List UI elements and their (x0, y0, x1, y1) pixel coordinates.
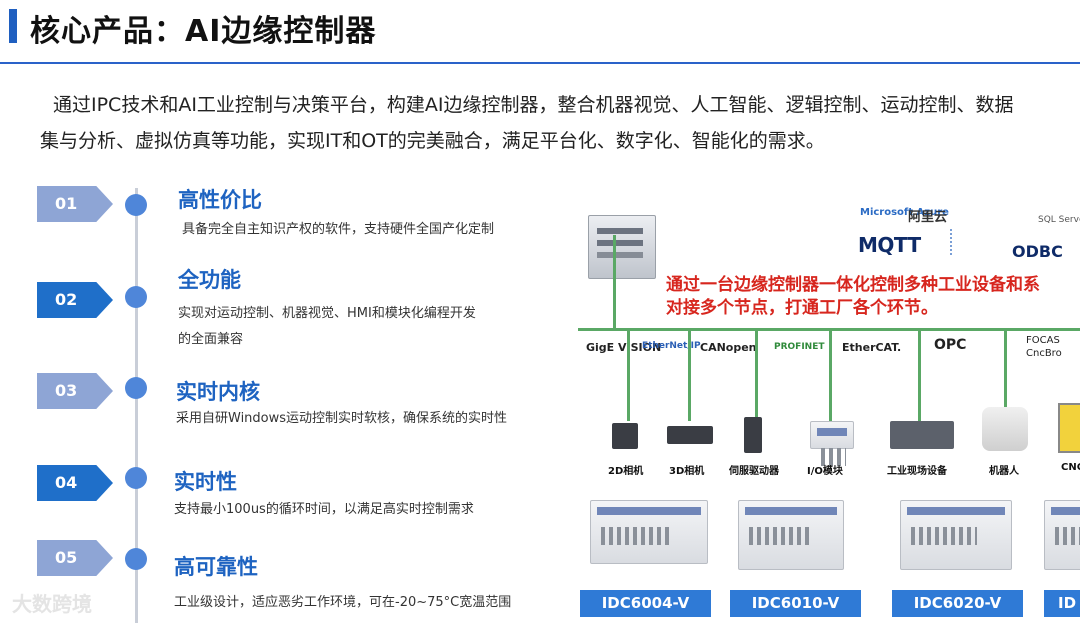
device-label: 机器人 (989, 466, 1019, 477)
bus-drop (755, 331, 758, 421)
timeline-dot (125, 194, 147, 216)
protocol-ethernet-ip: EtherNet/IP (642, 341, 701, 351)
model-label-idc6004-v[interactable]: IDC6004-V (580, 590, 711, 617)
bus-drop (1004, 331, 1007, 421)
title-divider (0, 62, 1080, 64)
intro-paragraph: 通过IPC技术和AI工业控制与决策平台，构建AI边缘控制器，整合机器视觉、人工智… (40, 87, 1080, 159)
feature-number-01: 01 (37, 186, 113, 222)
feature-description: 采用自研Windows运动控制实时软核，确保系统的实时性 (176, 411, 508, 426)
protocol-gige: GigE VISION (586, 341, 662, 354)
feature-number-05: 05 (37, 540, 113, 576)
feature-title: 高可靠性 (174, 555, 258, 579)
field-equipment-icon (890, 421, 954, 449)
device-label: 3D相机 (669, 466, 705, 477)
2d-camera-icon (612, 423, 638, 449)
protocol-focas: FOCAS CncBro (1026, 335, 1062, 359)
feature-title: 实时内核 (176, 380, 260, 404)
bus-drop (829, 331, 832, 421)
feature-number-02: 02 (37, 282, 113, 318)
idc6020-product-image (900, 500, 1012, 570)
robot-icon (982, 407, 1028, 451)
bus-drop (627, 331, 630, 421)
page-title: 核心产品：AI边缘控制器 (30, 14, 377, 49)
servo-drive-icon (744, 417, 762, 453)
feature-title: 高性价比 (178, 188, 262, 212)
edge-controller-image (588, 215, 656, 279)
feature-description: 工业级设计，适应恶劣工作环境，可在-20~75°C宽温范围 (174, 595, 512, 610)
feature-number-03: 03 (37, 373, 113, 409)
intro-line-2: 集与分析、虚拟仿真等功能，实现IT和OT的完美融合，满足平台化、数字化、智能化的… (40, 130, 825, 152)
diagram-headline: 通过一台边缘控制器一体化控制多种工业设备和系 对接多个节点，打通工厂各个环节。 (666, 274, 1040, 320)
device-label: 2D相机 (608, 466, 644, 477)
protocol-canopen: CANopen (700, 341, 757, 354)
watermark: 大数跨境 (12, 592, 92, 616)
idc6004-product-image (590, 500, 708, 564)
device-label: CNC (1061, 462, 1080, 473)
feature-description: 具备完全自主知识产权的软件，支持硬件全国产化定制 (182, 222, 495, 237)
feature-description-cont: 的全面兼容 (178, 332, 244, 347)
title-accent-bar (9, 9, 17, 43)
3d-camera-icon (667, 426, 713, 444)
feature-title: 实时性 (174, 470, 237, 494)
device-label: I/O模块 (807, 466, 843, 477)
id-product-image (1044, 500, 1080, 570)
feature-description: 支持最小100us的循环时间，以满足高实时控制需求 (174, 502, 474, 517)
device-label: 工业现场设备 (887, 466, 947, 477)
model-label-id[interactable]: ID (1044, 590, 1080, 617)
timeline-dot (125, 548, 147, 570)
device-label: 伺服驱动器 (729, 466, 779, 477)
feature-number-04: 04 (37, 465, 113, 501)
idc6010-product-image (738, 500, 844, 570)
timeline-dot (125, 467, 147, 489)
feature-description: 实现对运动控制、机器视觉、HMI和模块化编程开发 (178, 306, 476, 321)
model-label-idc6020-v[interactable]: IDC6020-V (892, 590, 1023, 617)
protocol-opc: OPC (934, 337, 967, 353)
diagram-headline-line-1: 通过一台边缘控制器一体化控制多种工业设备和系 (666, 275, 1040, 295)
sql-server-logo-text: SQL Server (1038, 215, 1080, 225)
protocol-ethercat: EtherCAT. (842, 341, 902, 354)
timeline-dot (125, 286, 147, 308)
timeline-line (135, 188, 138, 623)
aliyun-logo-text: 阿里云 (908, 210, 948, 225)
timeline-dot (125, 377, 147, 399)
azure-logo-text: Microsoft Azure (860, 207, 949, 218)
io-module-icon (810, 421, 854, 466)
protocol-bus (578, 328, 1080, 331)
feature-title: 全功能 (178, 268, 241, 292)
protocol-profinet: PROFINET (774, 342, 825, 352)
intro-line-1: 通过IPC技术和AI工业控制与决策平台，构建AI边缘控制器，整合机器视觉、人工智… (53, 94, 1014, 116)
bus-drop (688, 331, 691, 421)
controller-link (613, 235, 616, 328)
mqtt-logo-text: MQTT (858, 233, 921, 257)
data-arrow (950, 229, 954, 255)
model-label-idc6010-v[interactable]: IDC6010-V (730, 590, 861, 617)
odbc-logo-text: ODBC (1012, 242, 1063, 261)
cnc-icon (1058, 403, 1080, 453)
diagram-headline-line-2: 对接多个节点，打通工厂各个环节。 (666, 298, 938, 318)
edge-controller-diagram: Microsoft Azure 阿里云 MQTT SQL Server ODBC… (578, 195, 1080, 623)
bus-drop (918, 331, 921, 421)
